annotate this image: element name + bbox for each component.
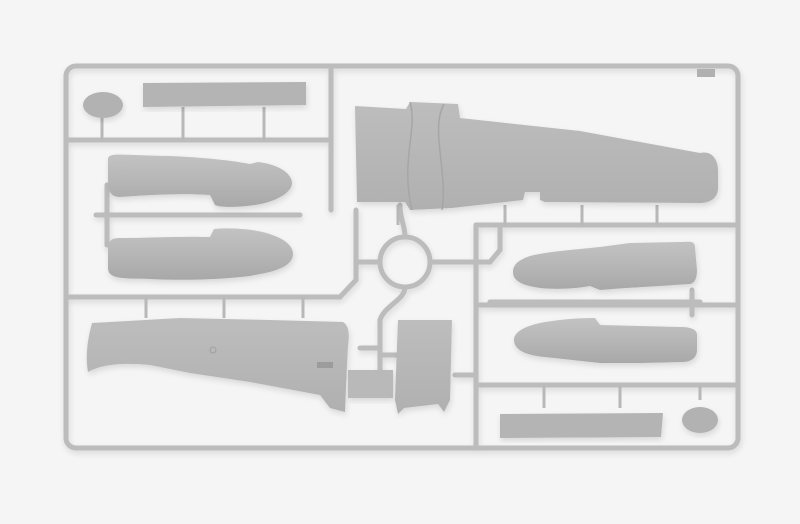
wing-panel-upper-right <box>355 101 718 211</box>
oval-plate-top-left <box>83 92 123 118</box>
flap-strip-top <box>143 82 306 107</box>
flap-strip-bottom <box>500 413 663 438</box>
engine-nacelle-right-upper <box>513 241 697 290</box>
sprue-label-tab <box>697 69 715 77</box>
center-small-panel <box>348 370 393 398</box>
engine-nacelle-left-upper <box>108 154 292 207</box>
oval-plate-bottom-right <box>682 407 718 433</box>
engine-nacelle-right-lower <box>514 318 697 363</box>
runner-frame <box>63 63 741 451</box>
engine-nacelle-left-lower <box>108 228 293 280</box>
tail-fin-panel <box>395 320 452 414</box>
wing-panel-lower-left <box>86 318 349 412</box>
gate-stubs <box>100 107 702 408</box>
